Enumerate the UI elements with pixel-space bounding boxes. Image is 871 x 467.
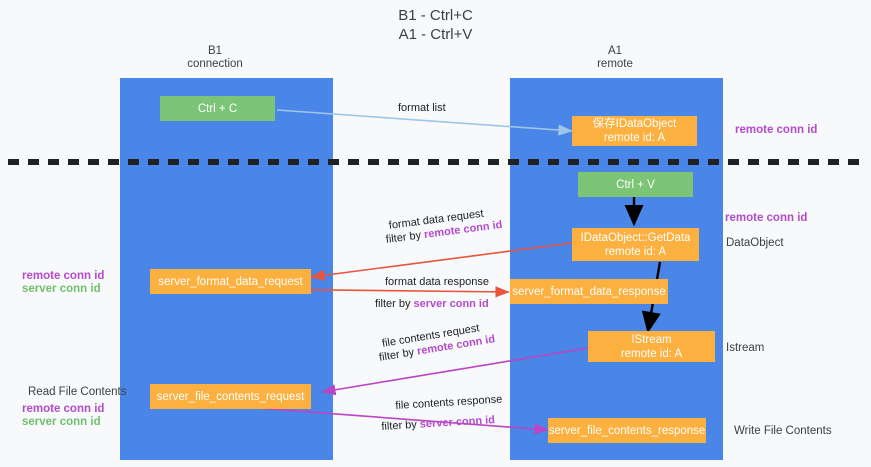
node-server-format-data-response[interactable]: server_format_data_response [510, 279, 668, 304]
lane-header-a1-name: A1 [607, 45, 623, 57]
label-read-file-contents: Read File Contents [28, 386, 127, 398]
node-server-format-data-request-label: server_format_data_request [158, 275, 303, 288]
caption-fdresp-filter-key: server conn id [413, 298, 489, 310]
label-write-file-contents: Write File Contents [734, 425, 832, 437]
diagram-title: B1 - Ctrl+C A1 - Ctrl+V [0, 6, 871, 44]
caption-fdreq-filter-prefix: filter by [385, 229, 425, 246]
label-left-remote-conn-id-1: remote conn id [22, 270, 105, 282]
node-save-idataobject[interactable]: 保存IDataObject remote id: A [572, 116, 697, 146]
caption-format-data-response-filter: filter by server conn id [375, 297, 489, 311]
node-server-file-contents-response-label: server_file_contents_response [548, 424, 706, 437]
node-server-file-contents-response[interactable]: server_file_contents_response [548, 418, 706, 443]
lane-header-b1-name: B1 [207, 45, 223, 57]
label-left-remote-conn-id-2: remote conn id [22, 403, 105, 415]
label-istream: Istream [726, 342, 765, 354]
node-getdata-line2: remote id: A [604, 245, 667, 258]
caption-format-list: format list [398, 102, 446, 114]
caption-file-contents-response: file contents response [395, 393, 503, 412]
caption-fcresp-filter-key: server conn id [419, 414, 496, 431]
label-left-server-conn-id-1: server conn id [22, 283, 101, 295]
label-remote-conn-id-top: remote conn id [735, 124, 818, 136]
node-save-idataobject-line1: 保存IDataObject [592, 118, 677, 130]
title-line-2: A1 - Ctrl+V [398, 26, 473, 43]
lane-header-b1: B1 connection [155, 45, 275, 71]
node-ctrl-c[interactable]: Ctrl + C [160, 96, 275, 121]
node-istream-line2: remote id: A [620, 347, 683, 360]
label-data-object: DataObject [726, 237, 784, 249]
caption-fdresp-filter-prefix: filter by [375, 298, 414, 310]
node-ctrl-v-label: Ctrl + V [616, 178, 655, 191]
label-left-server-conn-id-2: server conn id [22, 416, 101, 428]
lane-header-a1-sub: remote [597, 58, 633, 70]
node-server-file-contents-request[interactable]: server_file_contents_request [150, 384, 311, 409]
label-remote-conn-id-mid: remote conn id [725, 212, 808, 224]
node-server-file-contents-request-label: server_file_contents_request [156, 390, 305, 403]
lane-header-b1-sub: connection [187, 58, 243, 70]
node-server-format-data-request[interactable]: server_format_data_request [150, 269, 311, 294]
node-idataobject-getdata[interactable]: IDataObject::GetData remote id: A [572, 228, 699, 261]
node-ctrl-c-label: Ctrl + C [197, 102, 238, 115]
node-istream[interactable]: IStream remote id: A [588, 331, 715, 362]
node-istream-line1: IStream [631, 333, 672, 346]
node-server-format-data-response-label: server_format_data_response [512, 285, 666, 298]
caption-fcresp-filter-prefix: filter by [381, 418, 421, 433]
caption-file-contents-response-filter: filter by server conn id [381, 413, 495, 434]
node-save-idataobject-line2: remote id: A [603, 132, 666, 144]
title-line-1: B1 - Ctrl+C [398, 7, 473, 24]
node-ctrl-v[interactable]: Ctrl + V [578, 172, 693, 197]
node-getdata-line1: IDataObject::GetData [580, 231, 691, 244]
lane-header-a1: A1 remote [555, 45, 675, 71]
caption-format-data-response: format data response [385, 276, 489, 288]
